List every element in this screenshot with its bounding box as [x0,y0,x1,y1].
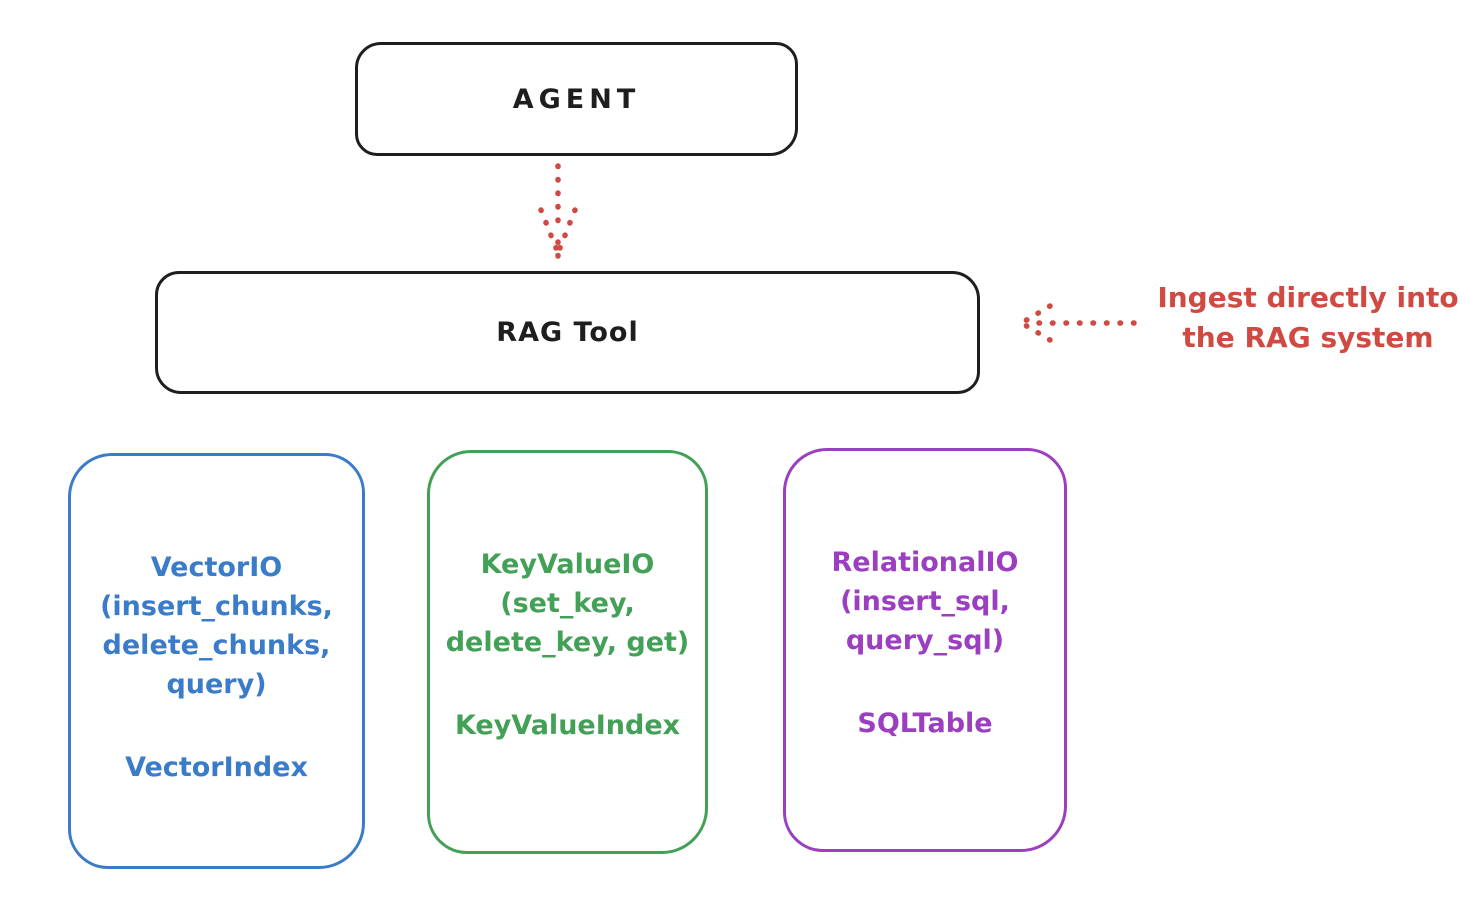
sql-table-label: SQLTable [857,708,993,739]
relational-io-label: RelationalIO (insert_sql, query_sql) [831,547,1019,656]
dotted-arrow-down-icon [538,163,578,260]
rag-tool-label: RAG Tool [496,317,639,348]
agent-box: AGENT [355,42,798,156]
relational-io-box: RelationalIO (insert_sql, query_sql) SQL… [783,448,1067,852]
agent-label: AGENT [512,83,641,115]
vector-io-box: VectorIO (insert_chunks, delete_chunks, … [68,453,365,869]
dotted-arrow-left-icon [1022,303,1137,343]
key-value-index-label: KeyValueIndex [454,710,681,741]
rag-tool-box: RAG Tool [155,271,980,394]
key-value-io-box: KeyValueIO (set_key, delete_key, get) Ke… [427,450,708,854]
vector-index-label: VectorIndex [125,752,308,783]
ingest-annotation-label: Ingest directly into the RAG system [1157,281,1459,354]
vector-io-label: VectorIO (insert_chunks, delete_chunks, … [100,552,333,700]
key-value-io-label: KeyValueIO (set_key, delete_key, get) [445,549,690,658]
